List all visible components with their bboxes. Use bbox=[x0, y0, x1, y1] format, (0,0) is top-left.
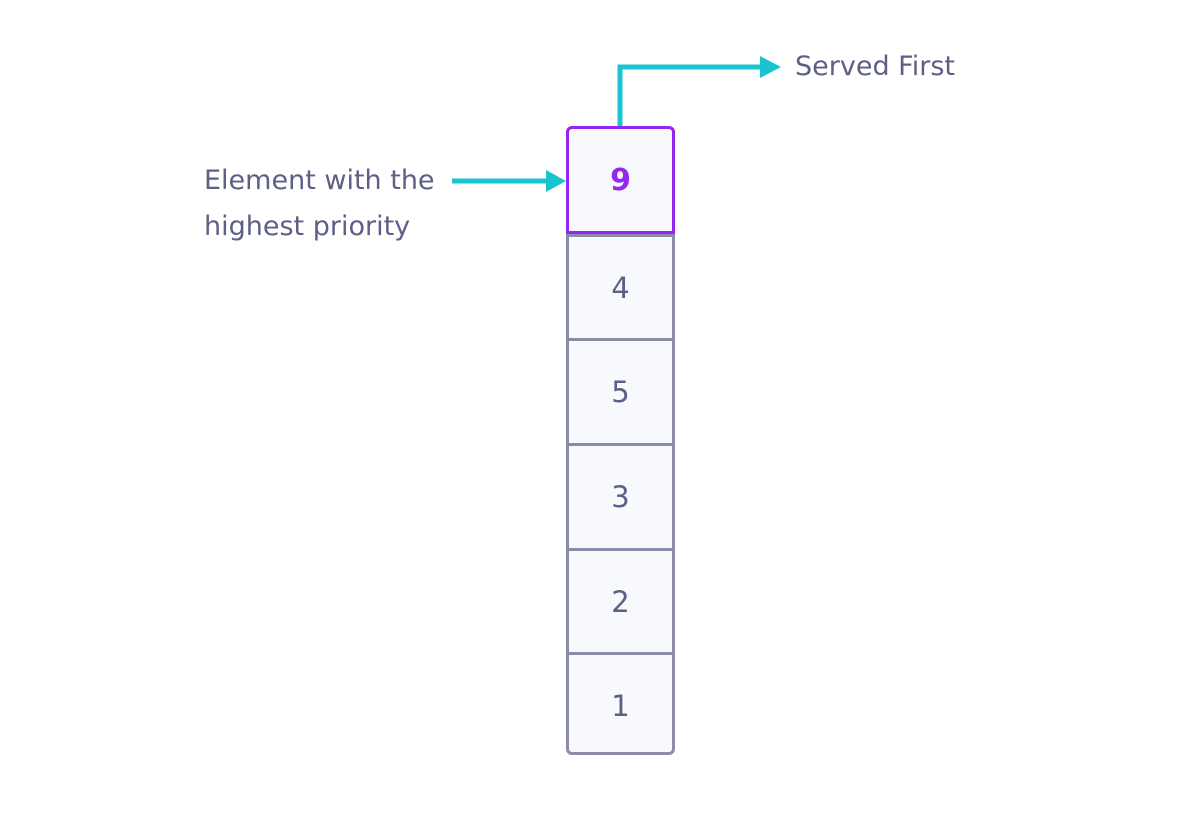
queue-cell: 1 bbox=[569, 652, 672, 752]
queue-cell-value: 1 bbox=[611, 688, 630, 723]
queue-cell: 2 bbox=[569, 548, 672, 652]
highest-priority-label: Element with the highest priority bbox=[204, 165, 435, 242]
queue-cell-value: 5 bbox=[611, 374, 630, 409]
highest-priority-value: 9 bbox=[610, 162, 631, 198]
queue-cell-value: 3 bbox=[611, 479, 630, 514]
highest-priority-cell: 9 bbox=[566, 126, 675, 234]
queue-cell: 4 bbox=[569, 234, 672, 338]
priority-arrowhead-icon bbox=[546, 170, 566, 192]
served-first-label: Served First bbox=[795, 51, 955, 82]
served-first-arrow-icon bbox=[617, 64, 765, 126]
queue-cell-value: 4 bbox=[611, 270, 630, 305]
queue-cell: 5 bbox=[569, 338, 672, 442]
served-first-arrowhead-icon bbox=[760, 56, 781, 78]
queue-cell: 3 bbox=[569, 443, 672, 547]
queue-cell-value: 2 bbox=[611, 584, 630, 619]
